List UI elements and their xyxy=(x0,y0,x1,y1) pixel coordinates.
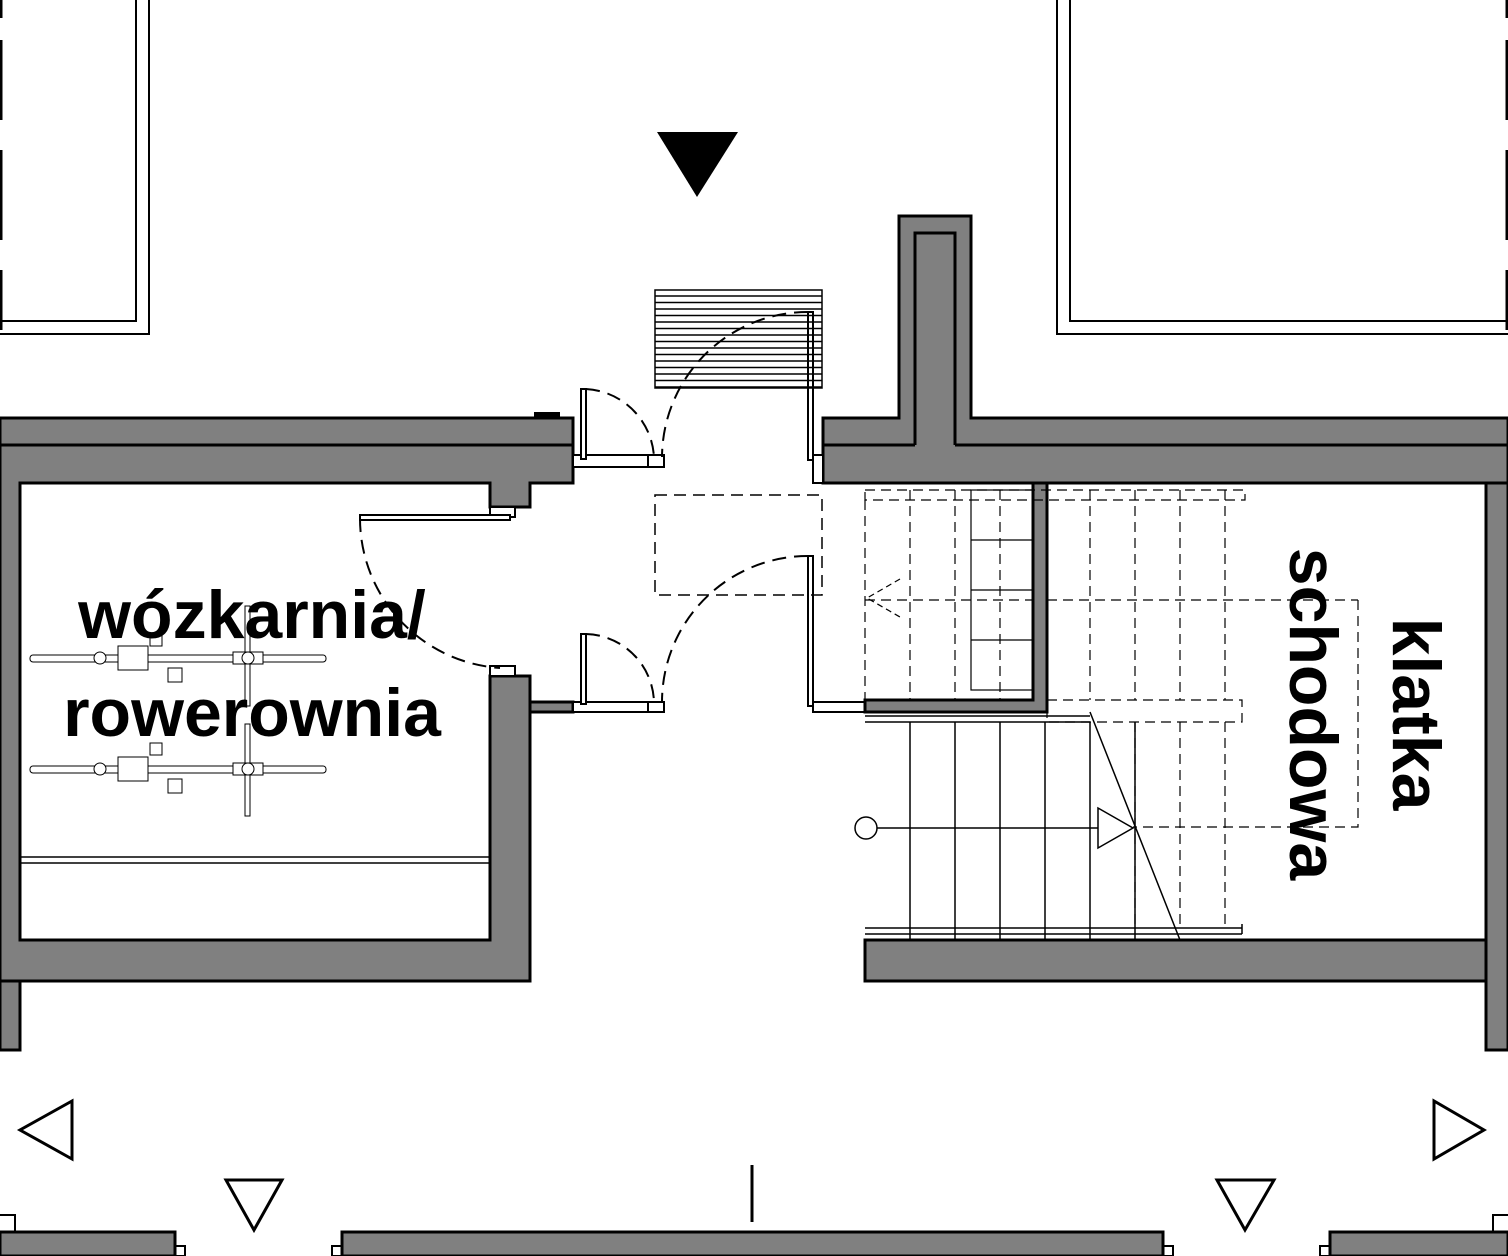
door-leaf-upper-left xyxy=(580,388,587,460)
wall-right xyxy=(1484,481,1508,1052)
wall-stub xyxy=(528,700,575,714)
stair-upper-flight xyxy=(970,489,1034,691)
storage-room-label-line1: wózkarnia/ xyxy=(77,577,426,653)
view-markers xyxy=(16,1098,1487,1234)
stair-lower-flight xyxy=(854,711,1243,941)
stair-core-wall xyxy=(863,481,1049,714)
bottom-edge-ticks xyxy=(0,1214,1508,1256)
door-leaf-lower-right xyxy=(807,555,814,707)
storage-shelf xyxy=(20,856,490,864)
bicycle-icon xyxy=(29,723,327,817)
triangle-right-icon xyxy=(1432,1098,1487,1162)
stairwell-label-line1: klatka xyxy=(1378,618,1454,812)
bicycle-icon xyxy=(29,605,327,707)
mailbox-zone xyxy=(654,494,823,596)
door-swing-storage xyxy=(358,517,501,669)
door-leaf-lower-left xyxy=(580,633,587,705)
edge-dashes xyxy=(0,0,1508,330)
wall-bottom-2 xyxy=(340,1230,1165,1256)
storage-room-label-line2: rowerownia xyxy=(63,675,442,751)
door-swing-lower-left xyxy=(585,633,655,703)
entrance-grate xyxy=(654,289,823,389)
triangle-down-icon xyxy=(223,1178,285,1234)
stair-direction-arrow xyxy=(865,578,901,618)
upper-right-outline xyxy=(1056,0,1508,335)
door-swing-lower-right xyxy=(661,555,809,703)
entrance-arrow-icon xyxy=(657,132,738,197)
triangle-left-icon xyxy=(16,1098,74,1162)
upper-left-outline xyxy=(0,0,150,335)
stairwell-label-line2: schodowa xyxy=(1275,548,1351,882)
grate-lines xyxy=(655,295,822,388)
wall-top-right-main xyxy=(821,214,1508,485)
door-swing-upper-left xyxy=(585,388,655,458)
door-swing-upper-right xyxy=(661,311,809,458)
wall-left-lower xyxy=(0,979,22,1052)
doors xyxy=(358,311,814,707)
wall-bottom-3 xyxy=(1328,1230,1508,1256)
small-detail xyxy=(534,412,560,418)
pillar-inner xyxy=(0,231,1508,447)
wall-bottom-1 xyxy=(0,1230,177,1256)
wall-stair-bottom xyxy=(863,938,1488,983)
walls xyxy=(0,214,1508,1256)
triangle-down-icon xyxy=(1214,1178,1277,1234)
door-leaf-storage xyxy=(359,514,511,521)
door-leaf-upper-right xyxy=(807,311,814,461)
